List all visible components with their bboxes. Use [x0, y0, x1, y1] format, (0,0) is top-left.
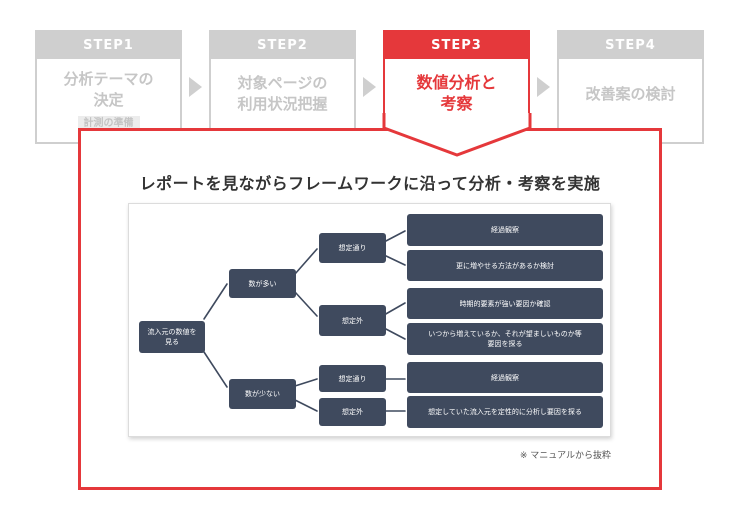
step2-title-line1: 対象ページの — [237, 74, 328, 92]
step1-title-line2: 決定 — [93, 91, 124, 109]
flow-diagram: 流入元の数値を 見る 数が多い 数が少ない 想定通り 想定外 想定通り 想定外 … — [128, 203, 611, 437]
step3-label: STEP3 — [385, 32, 528, 59]
node-leaf3: 時期的要素が強い要因か確認 — [407, 288, 603, 319]
connector-few-unexpected — [294, 399, 318, 412]
panel-heading: レポートを見ながらフレームワークに沿って分析・考察を実施 — [139, 174, 601, 193]
connector-few-expected — [294, 378, 318, 387]
node-few-expected: 想定通り — [319, 365, 386, 392]
step4-label: STEP4 — [559, 32, 702, 59]
connector-root-many — [203, 283, 228, 320]
step-arrow-1 — [189, 77, 202, 97]
step1-title: 分析テーマの 決定 計測の準備 — [37, 59, 180, 132]
node-many: 数が多い — [229, 269, 296, 298]
node-leaf4-line1: いつから増えているか、それが望ましいものか等 — [428, 330, 582, 338]
step4-title: 改善案の検討 — [559, 59, 702, 105]
connector-many-unexpected — [294, 291, 318, 317]
step4-box: STEP4 改善案の検討 — [557, 30, 704, 144]
step1-title-line1: 分析テーマの — [63, 70, 154, 88]
node-leaf4: いつから増えているか、それが望ましいものか等 要因を探る — [407, 323, 603, 355]
node-root-line2: 見る — [165, 338, 179, 346]
connector-exp-leaf2 — [383, 254, 406, 266]
step-arrow-2 — [363, 77, 376, 97]
connector-exp-leaf1 — [383, 230, 406, 243]
step4-title-line1: 改善案の検討 — [585, 85, 676, 103]
step2-title: 対象ページの 利用状況把握 — [211, 59, 354, 115]
node-many-expected: 想定通り — [319, 233, 386, 263]
step3-box: STEP3 数値分析と 考察 — [383, 30, 530, 144]
step2-label: STEP2 — [211, 32, 354, 59]
diagram-connectors — [203, 230, 406, 412]
connector-many-expected — [294, 248, 318, 275]
node-root-line1: 流入元の数値を — [147, 328, 197, 336]
node-leaf4-line2: 要因を探る — [487, 340, 523, 348]
step3-title-line2: 考察 — [440, 94, 473, 113]
node-root: 流入元の数値を 見る — [139, 321, 205, 353]
step1-label: STEP1 — [37, 32, 180, 59]
step3-title: 数値分析と 考察 — [385, 59, 528, 114]
node-leaf1: 経過観察 — [407, 214, 603, 246]
step3-title-line1: 数値分析と — [416, 73, 497, 92]
step1-box: STEP1 分析テーマの 決定 計測の準備 — [35, 30, 182, 144]
connector-unexp-leaf4 — [383, 327, 406, 340]
node-many-unexpected: 想定外 — [319, 305, 386, 336]
step2-title-line2: 利用状況把握 — [237, 95, 328, 113]
node-leaf5: 経過観察 — [407, 362, 603, 393]
connector-unexp-leaf3 — [383, 302, 406, 316]
step1-sub-badge: 計測の準備 — [77, 116, 140, 131]
node-few: 数が少ない — [229, 379, 296, 409]
source-caption: ※ マニュアルから抜粋 — [519, 451, 611, 461]
step2-box: STEP2 対象ページの 利用状況把握 — [209, 30, 356, 144]
connector-root-few — [203, 351, 228, 388]
step-arrow-3 — [537, 77, 550, 97]
node-leaf2: 更に増やせる方法があるか検討 — [407, 250, 603, 281]
node-leaf6: 想定していた流入元を定性的に分析し要因を探る — [407, 396, 603, 428]
node-few-unexpected: 想定外 — [319, 398, 386, 426]
